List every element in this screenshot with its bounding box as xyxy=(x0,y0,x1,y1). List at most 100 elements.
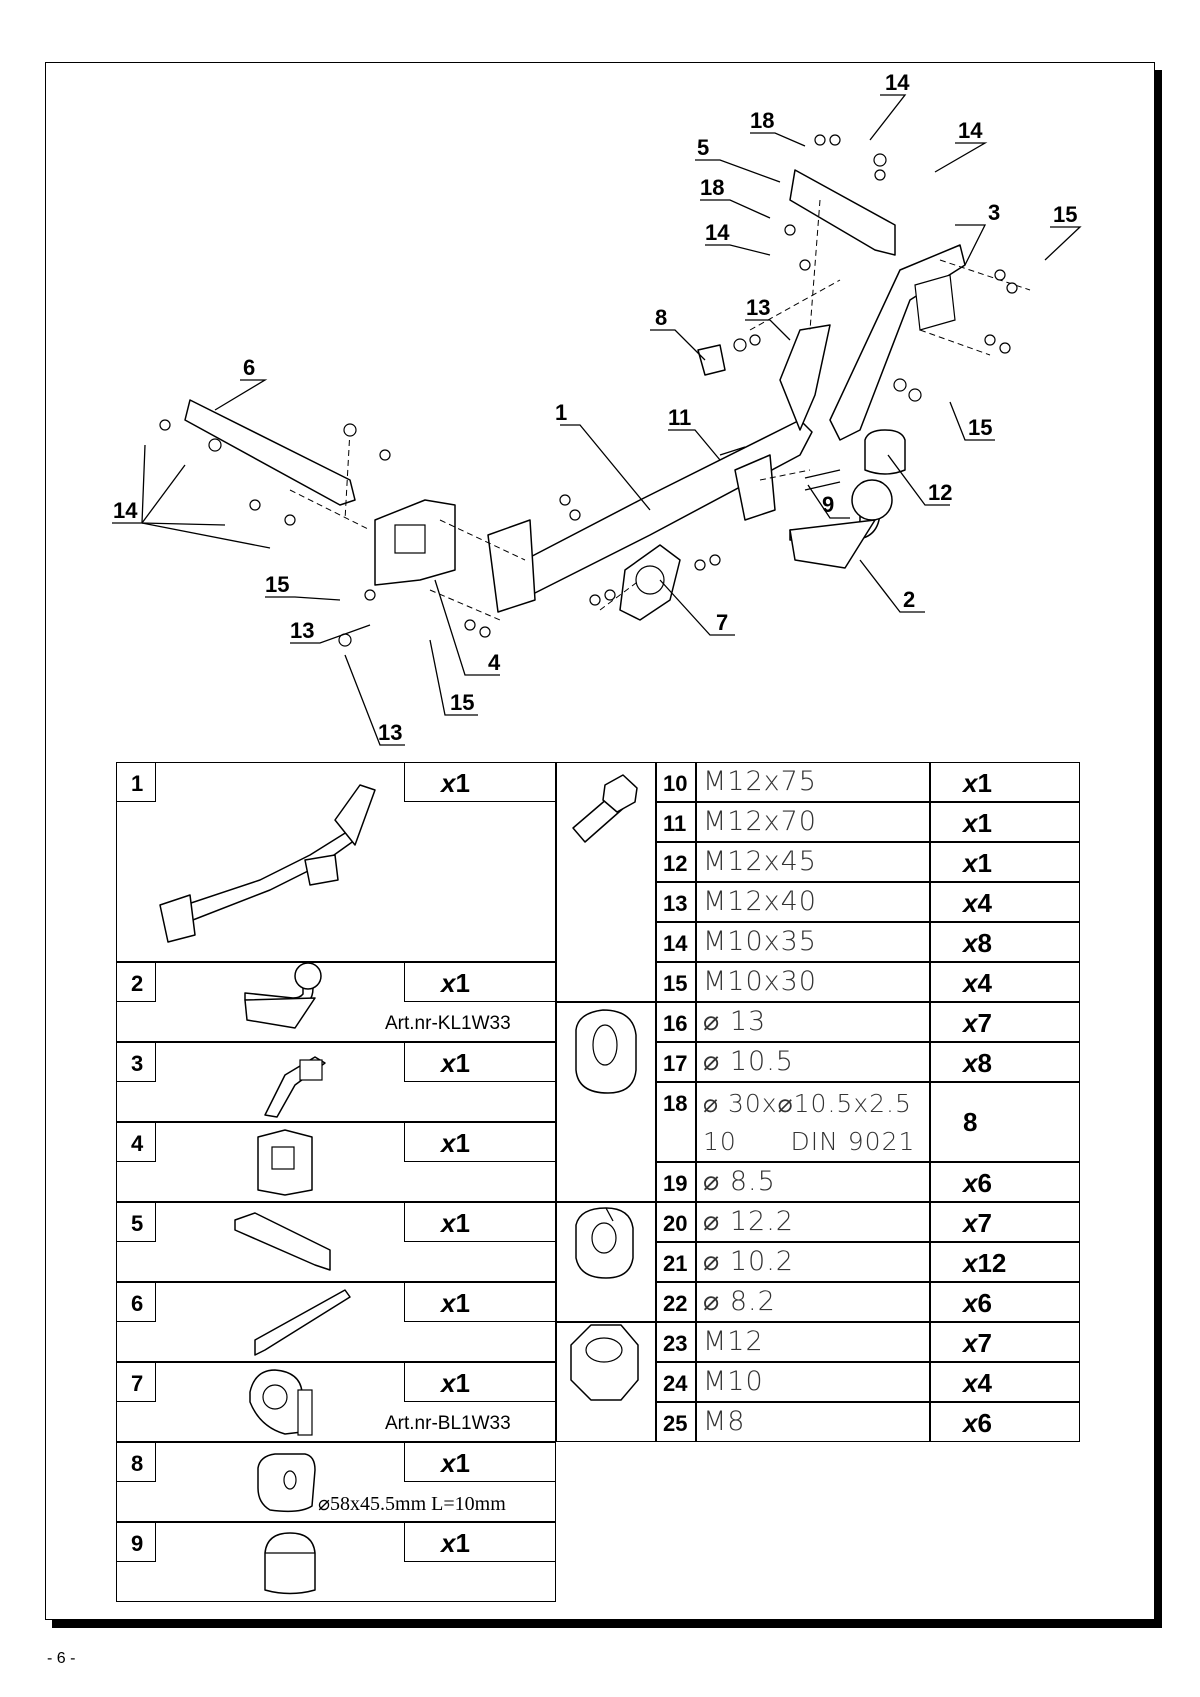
part-number: 18 xyxy=(656,1082,696,1162)
part-number: 6 xyxy=(116,1282,156,1322)
quantity-multiplier: x xyxy=(963,888,978,918)
part-quantity: x8 xyxy=(930,1042,1080,1082)
fastener-spec: M12x40 xyxy=(696,882,930,922)
quantity-value: 7 xyxy=(977,1328,992,1358)
bar-6-thumbnail xyxy=(254,1289,351,1356)
fastener-spec-line: M12x75 xyxy=(703,766,817,797)
callout-3: 3 xyxy=(955,200,1000,266)
callout-label: 14 xyxy=(113,498,138,523)
fastener-spec-line: ⌀ 8.5 xyxy=(703,1166,776,1197)
callout-label: 11 xyxy=(668,405,691,430)
quantity-multiplier: x xyxy=(963,1048,978,1078)
part-quantity: x1 xyxy=(404,1042,556,1082)
callout-label: 9 xyxy=(822,492,834,517)
fastener-spec: M12x75 xyxy=(696,762,930,802)
quantity-value: 1 xyxy=(977,768,992,798)
pad-dimensions: ⌀58x45.5mm L=10mm xyxy=(318,1493,506,1515)
nut-icon xyxy=(570,1324,639,1401)
quantity-multiplier: x xyxy=(963,968,978,998)
part-quantity: x12 xyxy=(930,1242,1080,1282)
part-number: 4 xyxy=(116,1122,156,1162)
callout-8: 8 xyxy=(650,305,706,361)
fastener-spec-line: M12 xyxy=(703,1326,764,1357)
callout-label: 15 xyxy=(450,690,474,715)
callout-15-a: 15 xyxy=(1044,202,1082,261)
quantity-value: 6 xyxy=(977,1288,992,1318)
part-8-pad xyxy=(697,344,726,376)
callout-label: 12 xyxy=(928,480,952,505)
callout-label: 14 xyxy=(705,220,730,245)
callout-label: 18 xyxy=(700,175,724,200)
quantity-value: 8 xyxy=(977,928,992,958)
part-number: 2 xyxy=(116,962,156,1002)
part-quantity: x6 xyxy=(930,1282,1080,1322)
callout-11: 9 xyxy=(807,484,850,519)
callout-label: 4 xyxy=(488,650,501,675)
bracket-5-thumbnail xyxy=(234,1212,331,1271)
part-number: 14 xyxy=(656,922,696,962)
callout-label: 13 xyxy=(746,295,770,320)
callout-1: 1 xyxy=(555,400,651,511)
fastener-spec-line: ⌀ 12.2 xyxy=(703,1206,794,1237)
crossbar-thumbnail xyxy=(159,784,376,943)
fastener-spec-line: ⌀ 10.2 xyxy=(703,1246,794,1277)
callout-label: 15 xyxy=(1053,202,1077,227)
callout-9: 12 xyxy=(887,454,952,506)
quantity-multiplier: x xyxy=(963,848,978,878)
part-number: 17 xyxy=(656,1042,696,1082)
part-quantity: x1 xyxy=(404,1202,556,1242)
quantity-multiplier: x xyxy=(963,928,978,958)
callout-18-b: 18 xyxy=(700,175,771,219)
callout-4: 4 xyxy=(434,579,501,676)
quantity-multiplier: x xyxy=(963,1008,978,1038)
lock-washer-icon xyxy=(575,1207,634,1279)
fastener-spec-line: M12x40 xyxy=(703,886,817,917)
callout-label: 13 xyxy=(378,720,402,745)
callout-13-top: 13 xyxy=(745,295,791,341)
callout-15-c: 15 xyxy=(265,572,341,601)
quantity-value: 7 xyxy=(977,1208,992,1238)
part-quantity: x1 xyxy=(930,762,1080,802)
part-quantity: x4 xyxy=(930,1362,1080,1402)
callout-5: 5 xyxy=(695,135,781,183)
fastener-spec: ⌀ 10.2 xyxy=(696,1242,930,1282)
part-number: 16 xyxy=(656,1002,696,1042)
quantity-multiplier: x xyxy=(963,1328,978,1358)
page-number: - 6 - xyxy=(47,1650,76,1667)
callout-label: 14 xyxy=(958,118,983,143)
callout-label: 3 xyxy=(988,200,1000,225)
quantity-multiplier: x xyxy=(963,1248,978,1278)
assembly-axes xyxy=(289,199,1031,621)
part-7-socket-plate xyxy=(619,544,681,621)
part-2-tow-ball xyxy=(789,479,893,569)
fastener-spec: ⌀ 10.5 xyxy=(696,1042,930,1082)
quantity-multiplier: x xyxy=(963,808,978,838)
quantity-multiplier: x xyxy=(963,1408,978,1438)
callout-label: 7 xyxy=(716,610,728,635)
part-number: 11 xyxy=(656,802,696,842)
part-number: 20 xyxy=(656,1202,696,1242)
part-quantity: x4 xyxy=(930,962,1080,1002)
part-quantity: x1 xyxy=(404,1362,556,1402)
pad-thumbnail xyxy=(257,1453,316,1513)
part-number: 3 xyxy=(116,1042,156,1082)
fastener-spec: M8 xyxy=(696,1402,930,1442)
quantity-multiplier: x xyxy=(963,1208,978,1238)
part-quantity: x4 xyxy=(930,882,1080,922)
quantity-value: 6 xyxy=(977,1408,992,1438)
callout-label: 8 xyxy=(655,305,667,330)
part-number: 13 xyxy=(656,882,696,922)
part-9-cap xyxy=(864,429,906,475)
quantity-multiplier: x xyxy=(963,768,978,798)
part-4-bracket xyxy=(374,499,456,586)
fastener-spec: M10x35 xyxy=(696,922,930,962)
fastener-spec: M12 xyxy=(696,1322,930,1362)
fastener-spec-line: ⌀ 13 xyxy=(703,1006,767,1037)
callout-label: 18 xyxy=(750,108,774,133)
quantity-value: 1 xyxy=(977,808,992,838)
bolt-icon xyxy=(572,774,638,843)
part-number: 15 xyxy=(656,962,696,1002)
part-number: 5 xyxy=(116,1202,156,1242)
